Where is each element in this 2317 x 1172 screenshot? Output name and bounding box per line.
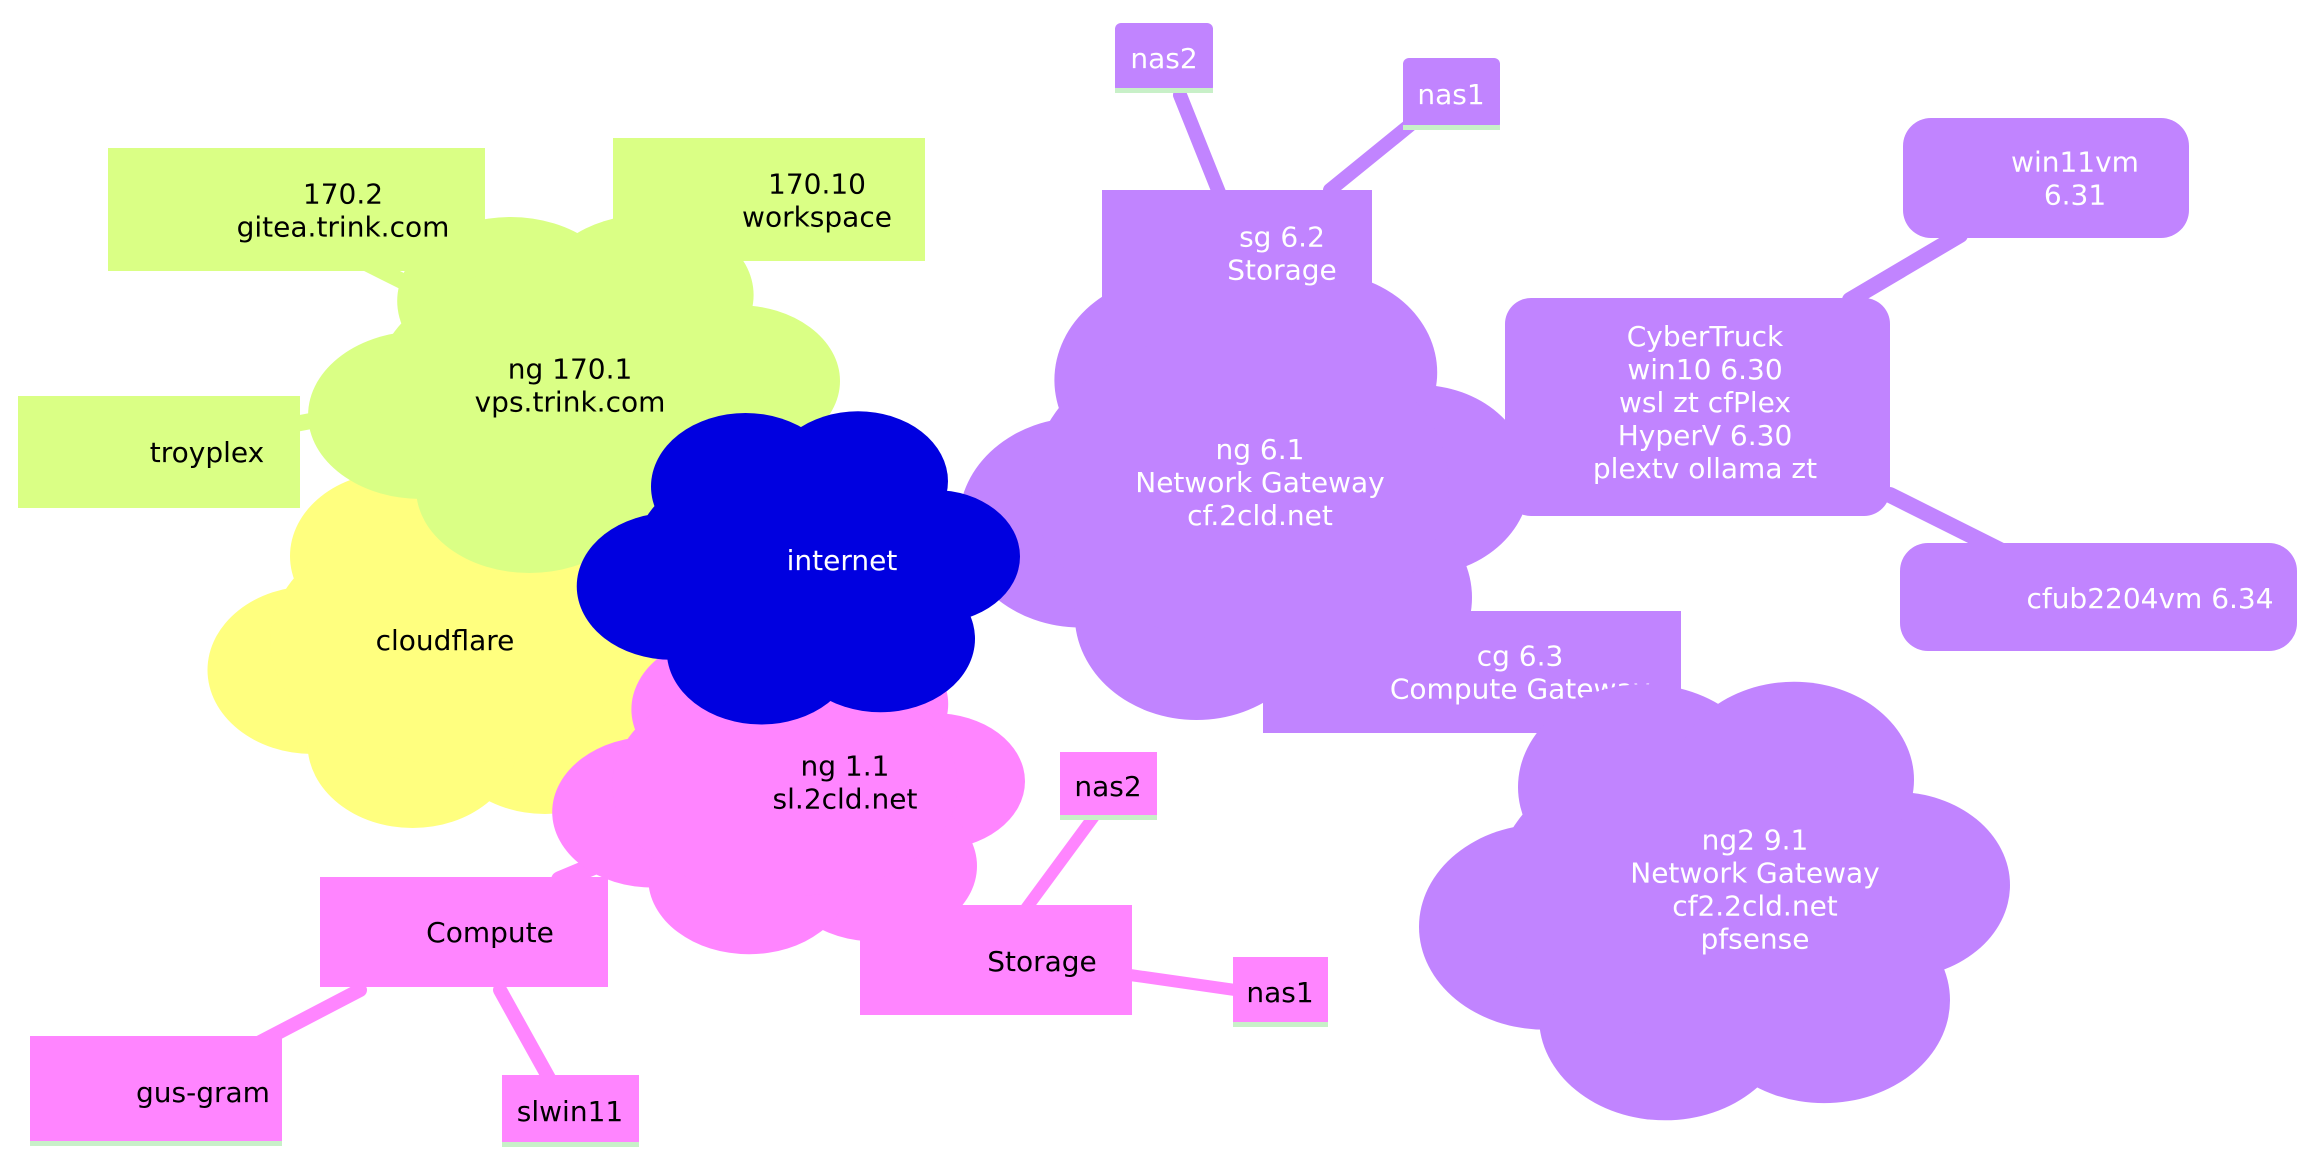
label-line: internet <box>787 544 898 577</box>
compute-label: Compute <box>426 916 554 949</box>
label-line: 170.10 <box>768 168 866 201</box>
label-line: slwin11 <box>517 1095 623 1128</box>
label-line: cloudflare <box>376 624 515 657</box>
label-line: win10 6.30 <box>1627 353 1782 386</box>
label-line: Network Gateway <box>1630 857 1880 890</box>
cloudflare-node: cloudflare <box>207 470 700 828</box>
label-line: Network Gateway <box>1135 466 1385 499</box>
label-line: cf2.2cld.net <box>1672 890 1838 923</box>
label-line: HyperV 6.30 <box>1618 419 1793 452</box>
sl-storage-label: Storage <box>987 945 1097 978</box>
label-line: Compute <box>426 916 554 949</box>
label-line: cf.2cld.net <box>1187 499 1333 532</box>
label-line: win11vm <box>2011 146 2139 179</box>
cf-nas1-node: nas1 <box>1403 58 1500 130</box>
label-line: ng 1.1 <box>801 750 890 783</box>
edge-storage-nas1 <box>1124 969 1241 996</box>
label-line: nas2 <box>1074 770 1141 803</box>
label-line: ng2 9.1 <box>1702 824 1809 857</box>
label-line: ng 170.1 <box>508 353 633 386</box>
edge-cybertruck-win11vm <box>1842 227 1968 308</box>
label-line: CyberTruck <box>1627 320 1784 353</box>
label-line: workspace <box>742 201 892 234</box>
troyplex-label: troyplex <box>150 436 264 469</box>
sl-nas2-label: nas2 <box>1074 770 1141 803</box>
cf-nas2-node: nas2 <box>1115 23 1213 93</box>
label-line: nas2 <box>1130 42 1197 75</box>
label-line: troyplex <box>150 436 264 469</box>
label-line: gus-gram <box>136 1076 270 1109</box>
gus-gram-label: gus-gram <box>136 1076 270 1109</box>
label-line: cfub2204vm 6.34 <box>2026 582 2273 615</box>
label-line: vps.trink.com <box>475 386 666 419</box>
cf-nas2-label: nas2 <box>1130 42 1197 75</box>
label-line: pfsense <box>1700 923 1809 956</box>
gus-gram-node: gus-gram <box>30 1036 282 1146</box>
compute-node: Compute <box>320 877 608 987</box>
label-line: sl.2cld.net <box>773 783 918 816</box>
label-line: ng 6.1 <box>1216 433 1305 466</box>
label-line: Storage <box>1227 254 1337 287</box>
cfub-node: cfub2204vm 6.34 <box>1900 543 2297 651</box>
sl-nas2-node: nas2 <box>1060 752 1157 820</box>
edge-sg-nas1 <box>1323 118 1417 197</box>
label-line: plextv ollama zt <box>1593 452 1817 485</box>
internet-node: internet <box>576 411 1020 725</box>
cf-nas1-label: nas1 <box>1417 78 1484 111</box>
label-line: gitea.trink.com <box>237 211 450 244</box>
label-line: 170.2 <box>303 178 383 211</box>
slwin11-label: slwin11 <box>517 1095 623 1128</box>
label-line: wsl zt cfPlex <box>1619 386 1791 419</box>
label-line: 6.31 <box>2044 179 2106 212</box>
internet-label: internet <box>787 544 898 577</box>
edge-cybertruck-cfub <box>1882 487 2008 558</box>
sl-nas1-node: nas1 <box>1233 957 1328 1027</box>
label-line: Storage <box>987 945 1097 978</box>
sl-nas1-label: nas1 <box>1246 976 1313 1009</box>
edge-storage-nas2 <box>1019 809 1101 916</box>
label-line: sg 6.2 <box>1239 221 1325 254</box>
slwin11-node: slwin11 <box>502 1075 639 1147</box>
cfub-label: cfub2204vm 6.34 <box>2026 582 2273 615</box>
cloudflare-label: cloudflare <box>376 624 515 657</box>
label-line: cg 6.3 <box>1477 640 1564 673</box>
troyplex-node: troyplex <box>18 396 300 508</box>
edge-compute-slwin11 <box>493 983 557 1087</box>
label-line: nas1 <box>1246 976 1313 1009</box>
sl-storage-node: Storage <box>860 905 1132 1015</box>
label-line: nas1 <box>1417 78 1484 111</box>
edge-sg-nas2 <box>1173 88 1227 202</box>
